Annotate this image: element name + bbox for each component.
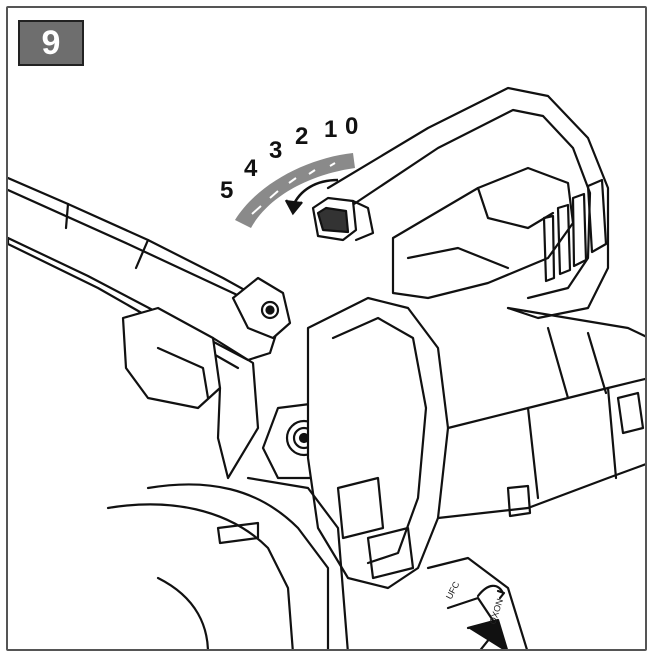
dial-label-2: 2	[295, 123, 308, 150]
motor-housing	[306, 296, 645, 590]
dial-label-0: 0	[345, 113, 358, 140]
dial-scale	[235, 153, 355, 228]
dial-label-3: 3	[269, 137, 282, 164]
oil-flow-knob	[311, 196, 375, 242]
body-label-left: UFC	[444, 579, 462, 600]
step-number-badge: 9	[18, 20, 84, 66]
rotate-arrow-icon	[284, 178, 339, 216]
chain-cover	[106, 476, 415, 649]
dial-numbers: 5 4 3 2 1 0	[220, 113, 358, 204]
dial-label-4: 4	[244, 155, 258, 182]
illustration-frame: 5 4 3 2 1 0 UFC OXON 9	[6, 6, 647, 651]
dial-label-1: 1	[324, 116, 337, 143]
handle-mount	[121, 276, 292, 480]
body-label-right: OXON	[487, 597, 505, 625]
trigger-area	[426, 556, 528, 649]
dial-label-5: 5	[220, 177, 233, 204]
chainsaw-handle-illustration: 5 4 3 2 1 0 UFC OXON	[8, 86, 645, 649]
rear-handle	[326, 86, 610, 320]
vent-slots	[542, 178, 608, 283]
